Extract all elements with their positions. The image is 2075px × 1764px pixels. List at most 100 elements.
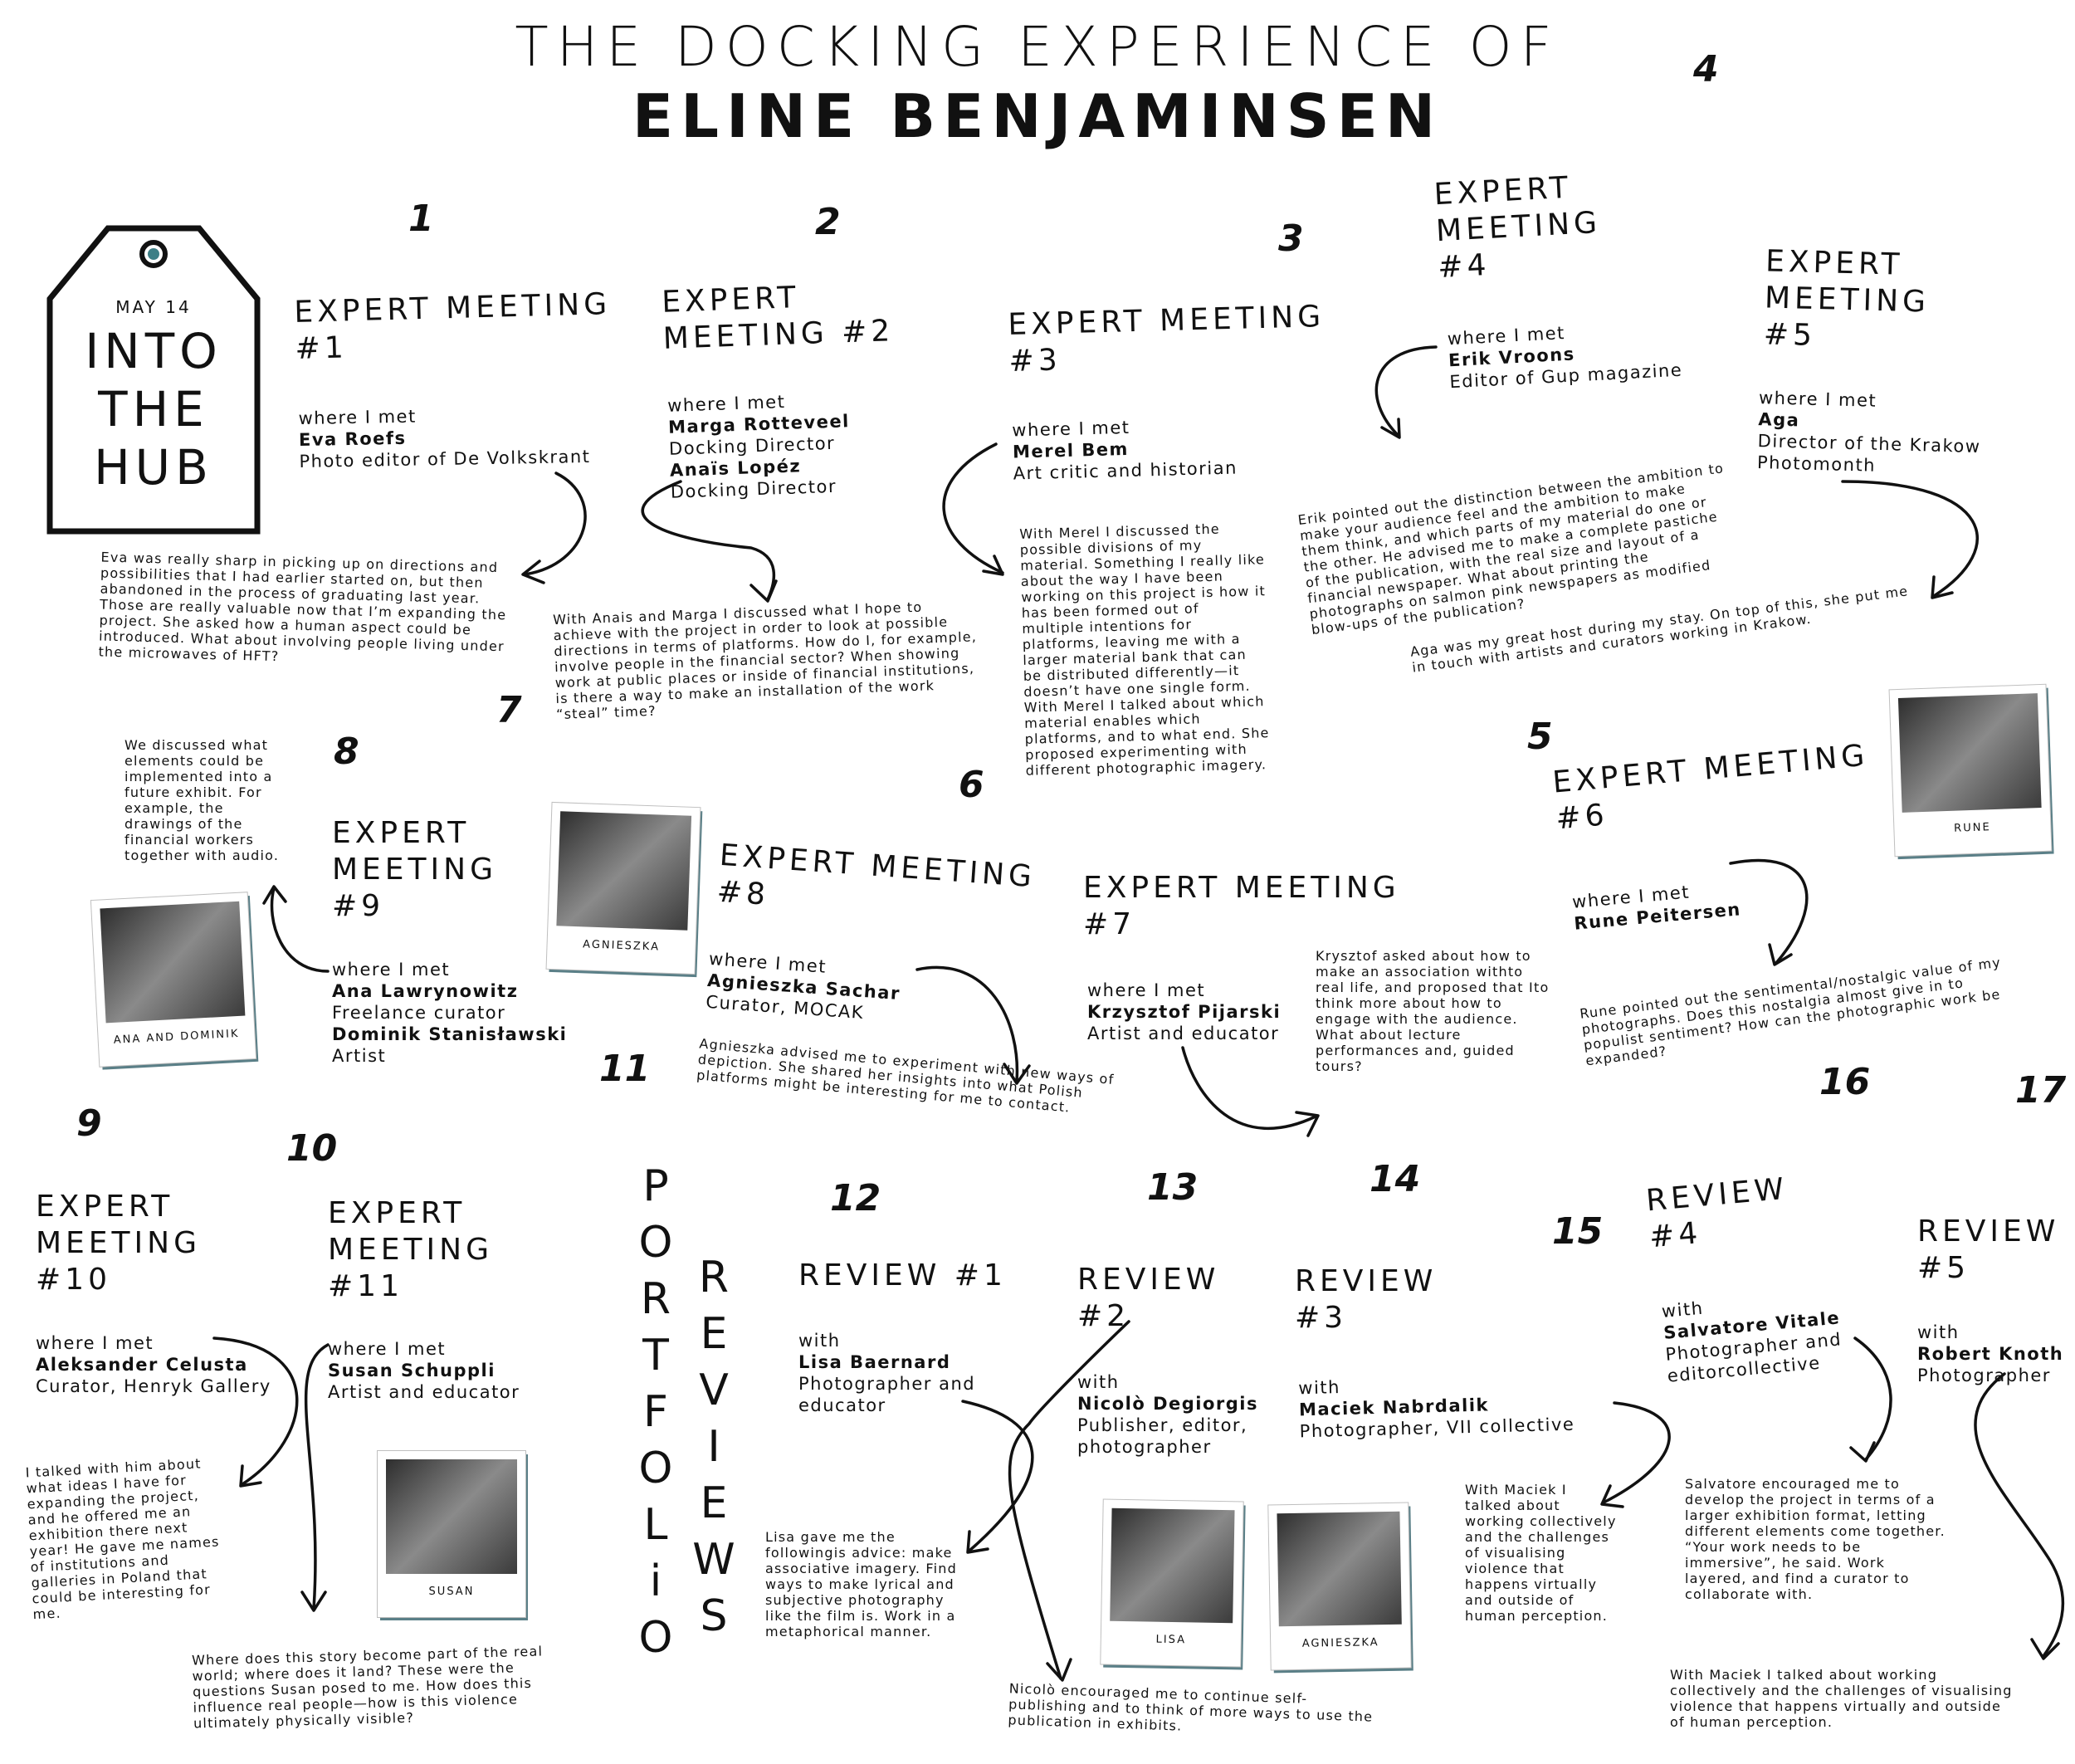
arrow-13-icon (961, 1400, 1034, 1554)
review-5-label: with (1917, 1322, 1960, 1342)
step-number-4: 4 (1693, 48, 1719, 90)
review-5-role: Photographer (1917, 1366, 2051, 1385)
arrow-16-icon (1974, 1372, 2065, 1660)
review-5-name: Robert Knoth (1917, 1344, 2064, 1364)
arrow-14-icon (1600, 1401, 1671, 1508)
meeting-7-label: where I met (1087, 980, 1206, 1000)
portfolio-letter: L (643, 1500, 668, 1550)
review-1-label: with (798, 1331, 841, 1351)
meeting-10-label: where I met (36, 1333, 154, 1353)
review-2-label: with (1077, 1372, 1120, 1392)
portfolio-letter: i (649, 1556, 662, 1606)
portfolio-letter: O (638, 1613, 673, 1663)
hub-tag: MAY 14 INTO THE HUB (46, 224, 261, 540)
review-2-name: Nicolò Degiorgis (1077, 1394, 1259, 1414)
meeting-7-name: Krzysztof Pijarski (1087, 1002, 1282, 1022)
review-4-note: Salvatore encouraged me to develop the p… (1685, 1476, 1946, 1602)
reviews-letter: E (700, 1309, 728, 1359)
reviews-word: R E V I E W S (689, 1249, 739, 1644)
arrow-9-icon (262, 885, 330, 973)
tag-outline-icon (46, 225, 261, 535)
review-1-note: Lisa gave me the followingis advice: mak… (765, 1529, 957, 1639)
meeting-10-role: Curator, Henryk Gallery (36, 1376, 271, 1396)
arrow-2-icon (641, 480, 778, 603)
meeting-11-name: Susan Schuppli (328, 1361, 496, 1380)
meeting-11-label: where I met (328, 1339, 447, 1359)
meeting-9-name: Ana Lawrynowitz (332, 981, 519, 1001)
review-3-heading: REVIEW #3 (1295, 1264, 1438, 1335)
meeting-9-role: Freelance curator (332, 1003, 506, 1023)
step-number-1: 1 (408, 198, 434, 240)
meeting-11-caption: SUSAN (428, 1586, 475, 1598)
review-1-info: with Lisa Baernard Photographer and educ… (798, 1330, 1039, 1416)
arrow-6-icon (1729, 858, 1809, 966)
meeting-10-heading: EXPERT MEETING #10 (36, 1190, 201, 1297)
meeting-9-info: where I met Ana Lawrynowitz Freelance cu… (332, 959, 567, 1067)
meeting-9-label: where I met (332, 960, 451, 980)
arrow-10-icon (212, 1336, 299, 1488)
step-number-7: 7 (496, 689, 522, 731)
meeting-7-role: Artist and educator (1087, 1024, 1280, 1043)
step-number-10: 10 (286, 1127, 338, 1170)
review-1-name: Lisa Baernard (798, 1352, 951, 1372)
reviews-letter: S (700, 1591, 728, 1641)
reviews-letter: E (700, 1478, 728, 1528)
meeting-11-role: Artist and educator (328, 1382, 520, 1402)
arrow-7-icon (1181, 1046, 1320, 1137)
review-2-heading: REVIEW #2 (1077, 1263, 1220, 1333)
review-1-role: Photographer and educator (798, 1374, 976, 1415)
step-number-2: 2 (815, 201, 841, 243)
photo-susan (386, 1459, 517, 1574)
step-number-5: 5 (1527, 716, 1553, 758)
step-number-14: 14 (1370, 1158, 1421, 1200)
reviews-letter: R (698, 1253, 730, 1302)
page-title-name: ELINE BENJAMINSEN (632, 81, 1443, 151)
review-3-note: With Maciek I talked about working colle… (1465, 1482, 1617, 1624)
step-number-12: 12 (830, 1177, 881, 1219)
meeting-11-info: where I met Susan Schuppli Artist and ed… (328, 1338, 520, 1403)
review-5-note: With Maciek I talked about working colle… (1670, 1667, 2013, 1730)
arrow-12-icon (1008, 1320, 1130, 1682)
portfolio-letter: P (642, 1161, 669, 1211)
review-5-info: with Robert Knoth Photographer (1917, 1322, 2063, 1386)
meeting-7-info: where I met Krzysztof Pijarski Artist an… (1087, 980, 1281, 1044)
step-number-9: 9 (76, 1102, 102, 1145)
portfolio-word: P O R T F O L i O (631, 1158, 681, 1666)
meeting-9-heading: EXPERT MEETING #9 (332, 816, 497, 923)
meeting-11-photo: SUSAN (378, 1451, 525, 1617)
review-1-heading: REVIEW #1 (798, 1258, 1007, 1292)
portfolio-letter: T (642, 1331, 669, 1380)
step-number-17: 17 (2015, 1069, 2067, 1112)
meeting-7-note: Krysztof asked about how to make an asso… (1316, 948, 1550, 1074)
step-number-11: 11 (599, 1048, 651, 1090)
reviews-letter: V (699, 1366, 729, 1415)
portfolio-letter: O (638, 1218, 673, 1268)
review-2-info: with Nicolò Degiorgis Publisher, editor,… (1077, 1371, 1285, 1458)
reviews-letter: I (707, 1422, 720, 1472)
tag-label: INTO THE HUB (85, 323, 222, 496)
portfolio-letter: R (640, 1274, 671, 1324)
step-number-8: 8 (334, 731, 359, 773)
arrow-1-icon (521, 472, 587, 584)
portfolio-letter: O (638, 1444, 673, 1493)
meeting-7-heading: EXPERT MEETING #7 (1083, 871, 1400, 941)
arrow-11-icon (300, 1343, 330, 1612)
arrow-3-icon (942, 442, 1004, 576)
step-number-16: 16 (1819, 1061, 1871, 1103)
arrow-4-icon (1374, 345, 1438, 439)
arrow-5-icon (1841, 480, 1979, 599)
meeting-9-name2: Dominik Stanisławski (332, 1024, 568, 1044)
meeting-10-info: where I met Aleksander Celusta Curator, … (36, 1332, 271, 1397)
review-2-role: Publisher, editor, photographer (1077, 1415, 1248, 1457)
meeting-10-name: Aleksander Celusta (36, 1355, 248, 1375)
reviews-letter: W (692, 1535, 735, 1585)
step-number-15: 15 (1552, 1210, 1604, 1253)
arrow-15-icon (1849, 1336, 1892, 1463)
review-5-heading: REVIEW #5 (1917, 1214, 2060, 1285)
meeting-11-heading: EXPERT MEETING #11 (328, 1196, 493, 1303)
meeting-9-role2: Artist (332, 1046, 387, 1066)
portfolio-letter: F (643, 1387, 668, 1437)
step-number-13: 13 (1147, 1166, 1199, 1209)
arrow-8-icon (915, 965, 1031, 1085)
